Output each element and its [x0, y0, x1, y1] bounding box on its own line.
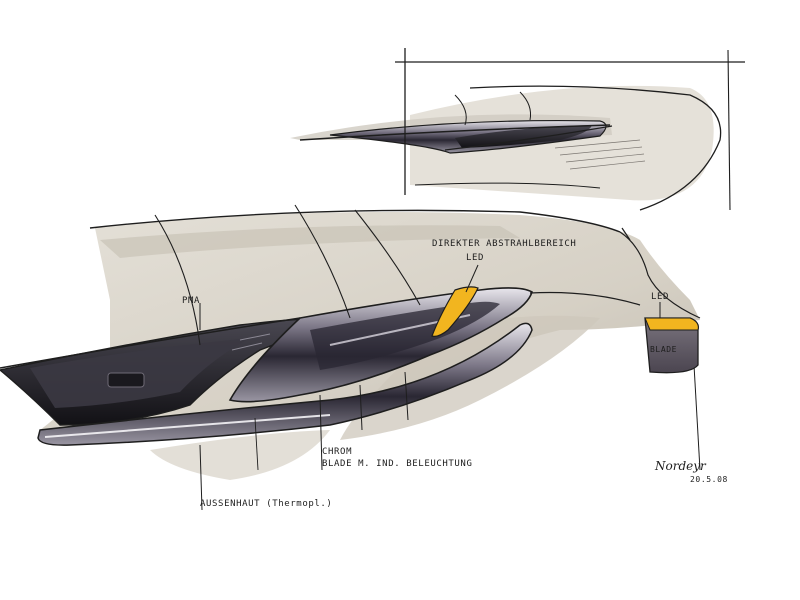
label-direct-beam-led: LED [466, 253, 484, 263]
main-blade-sketch [0, 204, 701, 511]
upper-fender-sketch [290, 48, 745, 211]
label-blade-lighting: BLADE M. IND. BELEUCHTUNG [322, 459, 472, 469]
label-pma: PMA [182, 296, 200, 306]
signature: Nordeyr [654, 459, 707, 473]
label-outer-skin: AUSSENHAUT (Thermopl.) [200, 499, 332, 509]
label-blade: BLADE [650, 345, 677, 354]
blade-cross-section [644, 302, 699, 374]
sketch-date: 20.5.08 [690, 475, 728, 484]
label-chrom: CHROM [322, 447, 352, 457]
label-direct-beam: DIREKTER ABSTRAHLBEREICH [432, 239, 576, 249]
label-led: LED [651, 292, 669, 302]
